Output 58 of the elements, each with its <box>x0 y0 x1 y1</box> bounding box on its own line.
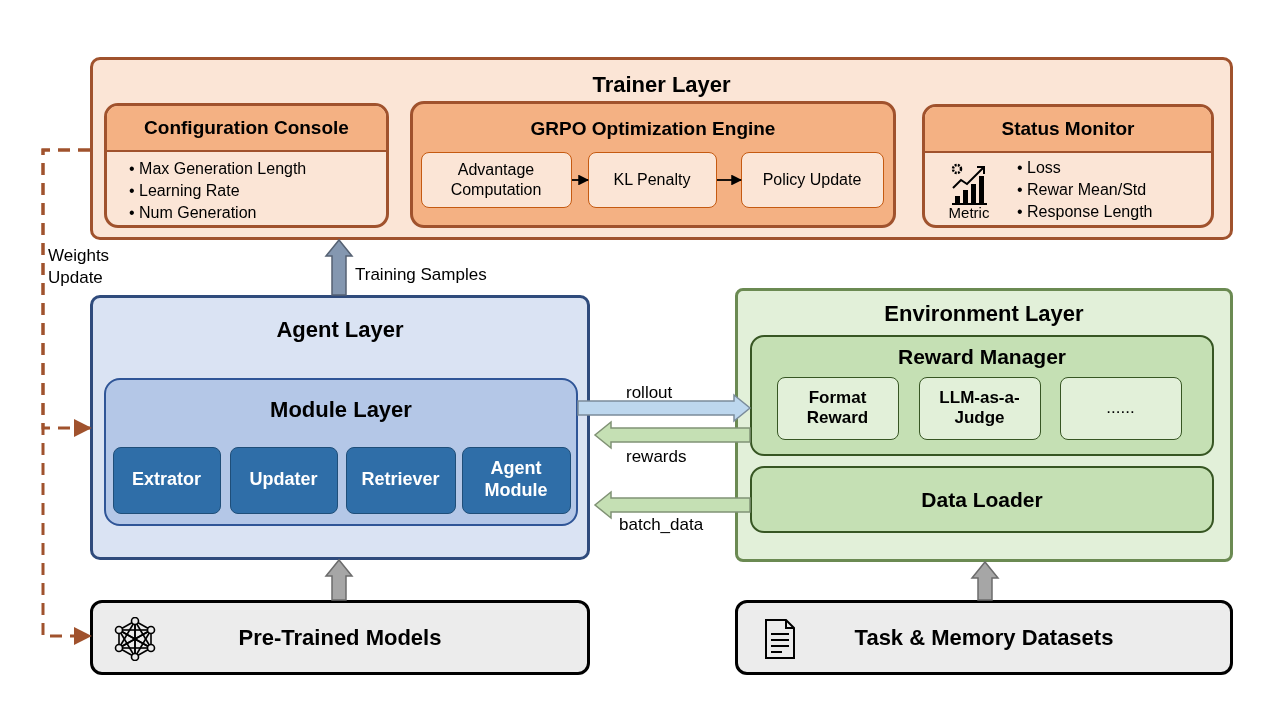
process-box <box>1060 377 1182 440</box>
bullet-item: • Rewar Mean/Std <box>1017 180 1148 200</box>
box-label: Data Loader <box>920 486 1044 513</box>
box-label: ...... <box>1105 396 1136 419</box>
box-label: Task & Memory Datasets <box>853 623 1115 652</box>
bullet-item: • Max Generation Length <box>129 159 307 179</box>
box-label: Updater <box>248 468 319 492</box>
process-box <box>750 466 1214 533</box>
block-arrow <box>324 558 354 601</box>
arrow <box>571 174 590 186</box>
process-box <box>113 447 221 514</box>
panel-title: Reward Manager <box>896 344 1068 370</box>
layer-panel <box>410 101 896 228</box>
process-box <box>230 447 338 514</box>
bullet-item: • Learning Rate <box>129 181 241 201</box>
panel-title: Environment Layer <box>883 300 1085 328</box>
block-arrow <box>324 238 354 296</box>
source-box <box>735 600 1233 675</box>
box-label: Pre-Trained Models <box>237 623 443 652</box>
box-label: Agent Module <box>483 457 549 502</box>
box-label: LLM-as-a-Judge <box>938 386 1021 429</box>
box-label: Policy Update <box>761 169 863 190</box>
box-label: Retriever <box>360 468 441 492</box>
layer-panel <box>90 295 590 560</box>
icon-caption: Metric <box>947 204 991 221</box>
process-box <box>346 447 456 514</box>
block-arrow <box>593 420 751 450</box>
panel-title: GRPO Optimization Engine <box>529 117 777 141</box>
process-box <box>741 152 884 208</box>
panel-header: Configuration Console <box>107 106 386 152</box>
box-label: Extrator <box>131 468 202 492</box>
process-box <box>421 152 572 208</box>
process-box <box>919 377 1041 440</box>
panel-title: Agent Layer <box>275 316 405 344</box>
panel-title: Trainer Layer <box>591 71 732 99</box>
config-panel <box>104 103 389 228</box>
block-arrow <box>593 490 751 520</box>
monitor-panel <box>922 104 1214 228</box>
layer-panel <box>735 288 1233 562</box>
box-label: KL Penalty <box>612 169 692 190</box>
box-label: Format Reward <box>805 386 870 429</box>
layer-panel <box>104 378 578 526</box>
dashed-arrow <box>41 148 92 645</box>
panel-title: Module Layer <box>269 396 413 424</box>
block-arrow <box>970 560 1000 601</box>
block-arrow <box>577 393 752 423</box>
arrow <box>716 174 743 186</box>
layer-panel <box>750 335 1214 456</box>
source-box <box>90 600 590 675</box>
box-label: Advantage Computation <box>449 160 543 200</box>
bullet-item: • Loss <box>1017 158 1062 178</box>
process-box <box>777 377 899 440</box>
bullet-item: • Num Generation <box>129 203 258 223</box>
bullet-item: • Response Length <box>1017 202 1153 222</box>
process-box <box>462 447 571 514</box>
process-box <box>588 152 717 208</box>
panel-header: Status Monitor <box>925 107 1211 153</box>
layer-panel <box>90 57 1233 240</box>
